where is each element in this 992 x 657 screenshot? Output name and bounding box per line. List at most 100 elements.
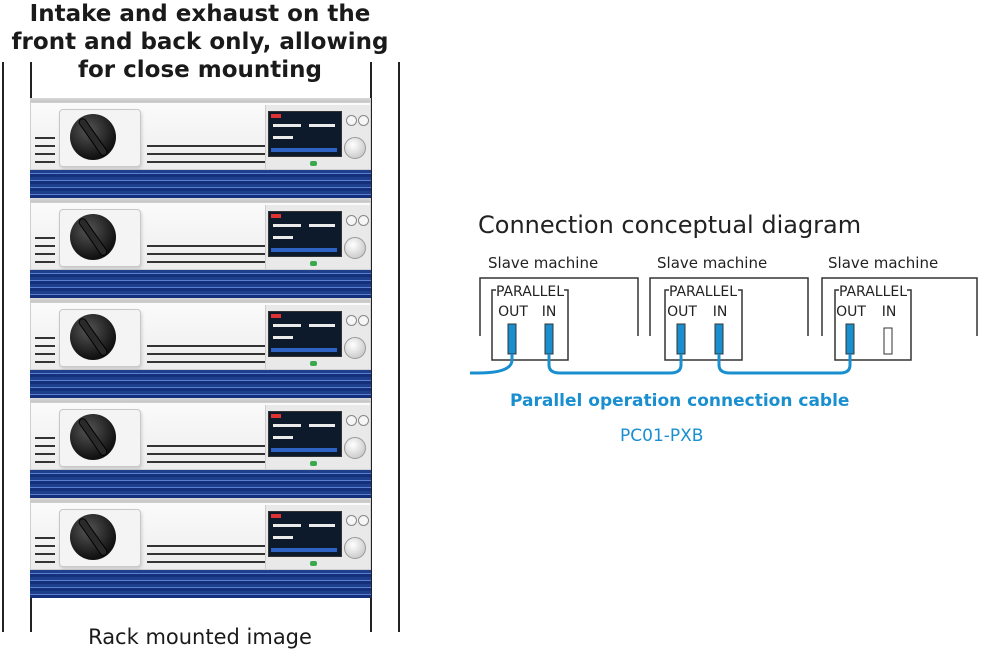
power-supply-unit (30, 198, 371, 300)
diagram-title: Connection conceptual diagram (478, 211, 862, 239)
screen-tab (271, 214, 281, 218)
out-label: OUT (667, 304, 697, 320)
power-switch-plate (59, 109, 141, 167)
vent-slot (35, 245, 55, 247)
rack-rear-grille (30, 370, 371, 398)
vent-slot (147, 161, 265, 163)
power-knob-icon (70, 314, 116, 360)
slave-machine-2: PARALLEL OUT IN (649, 277, 809, 361)
rack-title-line: Intake and exhaust on the (29, 1, 371, 27)
display-screen (268, 211, 342, 257)
in-port (714, 323, 724, 355)
unit-top-edge (30, 398, 371, 403)
vent-slot (147, 445, 265, 447)
vent-slot (35, 453, 55, 455)
control-panel (265, 405, 370, 469)
rack-title-line: for close mounting (77, 57, 322, 83)
control-panel (265, 305, 370, 369)
cable-in-from-master (470, 354, 514, 375)
vent-slots (31, 333, 269, 369)
vent-slot (35, 153, 55, 155)
mini-knob-icon (346, 315, 357, 326)
parallel-label: PARALLEL (496, 284, 564, 300)
machine-outline (479, 277, 639, 336)
screen-line (273, 124, 301, 127)
in-label: IN (882, 304, 897, 320)
display-screen (268, 111, 342, 157)
power-knob-icon (70, 214, 116, 260)
cable-m1-to-m2 (547, 354, 683, 375)
screen-line (273, 224, 301, 227)
status-led-icon (310, 261, 317, 266)
screen-line (273, 424, 301, 427)
status-led-icon (310, 161, 317, 166)
rack-outer-left-rail (2, 62, 4, 632)
control-panel (265, 105, 370, 169)
unit-top-edge (30, 298, 371, 303)
screen-line (309, 124, 335, 127)
parallel-connector-frame (491, 289, 569, 361)
cable-model-label: PC01-PXB (620, 426, 704, 446)
status-led-icon (310, 561, 317, 566)
vent-slots (31, 133, 269, 169)
encoder-dial-icon (344, 237, 366, 259)
screen-line (273, 436, 293, 439)
vent-slot (147, 553, 265, 555)
vent-slot (35, 353, 55, 355)
screen-tab (271, 248, 337, 252)
vent-slot (35, 237, 55, 239)
vent-slot (147, 153, 265, 155)
screen-line (309, 324, 335, 327)
screen-tab (271, 548, 337, 552)
cable-label: Parallel operation connection cable (510, 391, 850, 411)
vent-slots (31, 533, 269, 569)
power-supply-unit (30, 398, 371, 500)
mini-knob-icon (358, 515, 369, 526)
mini-knob-icon (358, 415, 369, 426)
mini-knob-icon (346, 415, 357, 426)
vent-slot (147, 261, 265, 263)
power-knob-icon (70, 114, 116, 160)
power-switch-plate (59, 509, 141, 567)
power-switch-plate (59, 309, 141, 367)
mini-knob-icon (358, 315, 369, 326)
rack-outer-right-rail (398, 62, 400, 632)
vent-slot (35, 545, 55, 547)
screen-line (309, 424, 335, 427)
unit-front-panel (30, 102, 371, 170)
vent-slot (147, 345, 265, 347)
vent-slot (35, 461, 55, 463)
power-supply-unit (30, 498, 371, 600)
rack-inner-right-rail (370, 62, 372, 632)
slave-machine-label-2: Slave machine (657, 254, 768, 272)
mini-knob-icon (346, 115, 357, 126)
vent-slot (147, 453, 265, 455)
vent-slot (147, 361, 265, 363)
screen-line (273, 336, 293, 339)
screen-tab (271, 448, 337, 452)
encoder-dial-icon (344, 537, 366, 559)
rack-rear-grille (30, 170, 371, 198)
unit-top-edge (30, 98, 371, 103)
vent-slot (35, 145, 55, 147)
screen-tab (271, 148, 337, 152)
connection-diagram: PARALLEL OUT IN PARALLEL OUT IN PARALLEL… (470, 277, 978, 375)
mini-knob-icon (346, 515, 357, 526)
slave-machine-label-3: Slave machine (828, 254, 939, 272)
unit-front-panel (30, 402, 371, 470)
out-label: OUT (836, 304, 866, 320)
slave-machine-3: PARALLEL OUT IN (821, 277, 978, 361)
screen-tab (271, 348, 337, 352)
parallel-connector-frame (834, 289, 912, 361)
vent-slot (35, 561, 55, 563)
power-switch-plate (59, 209, 141, 267)
vent-slot (35, 137, 55, 139)
vent-slot (35, 445, 55, 447)
power-switch-plate (59, 409, 141, 467)
mini-knob-icon (346, 215, 357, 226)
power-supply-unit (30, 98, 371, 200)
screen-tab (271, 414, 281, 418)
vent-slot (35, 537, 55, 539)
mini-knob-icon (358, 115, 369, 126)
out-port (676, 323, 686, 355)
